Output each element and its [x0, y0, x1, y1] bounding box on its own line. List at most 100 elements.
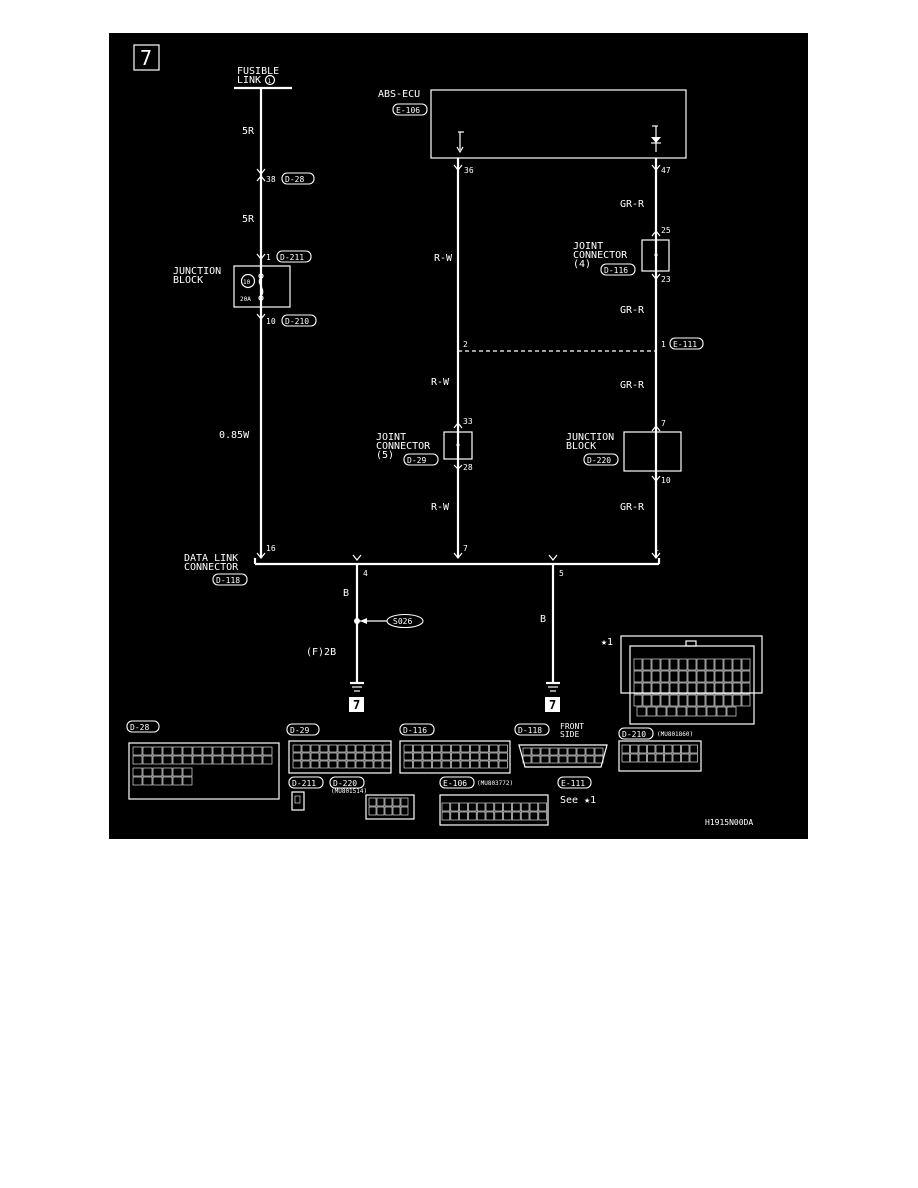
pin-cell [741, 694, 751, 707]
pin-cell [182, 755, 193, 765]
wire-label-rw-3: R-W [431, 502, 450, 513]
pin-cell [328, 760, 338, 769]
pin-cell [498, 760, 508, 769]
pin-cell [696, 706, 707, 717]
pin-cell [476, 811, 486, 821]
pin-cell [413, 752, 423, 761]
pin-cell [630, 753, 639, 763]
pin-cell [182, 767, 193, 777]
dlc-pin-5: 5 [559, 569, 564, 578]
pin-cell [594, 747, 604, 756]
pin-cell [441, 811, 451, 821]
jc5-label: JOINT [376, 432, 406, 443]
pin-cell [716, 706, 727, 717]
pin-cell [687, 682, 697, 695]
pin-cell [681, 744, 690, 754]
wire-label-5r-top: 5R [242, 126, 255, 137]
pin-cell [310, 752, 320, 761]
pin-cell [470, 744, 480, 753]
dlc-label-2: CONNECTOR [184, 562, 239, 573]
pin-cell [538, 811, 547, 821]
pin-cell [252, 746, 263, 756]
pin-cell [337, 752, 347, 761]
pin-cell [422, 744, 432, 753]
fusible-link-label-2: LINK [237, 75, 261, 86]
pin-cell [660, 670, 670, 683]
pin-cell [450, 802, 459, 812]
pin-cell [470, 752, 480, 761]
pin-cell [669, 658, 679, 671]
pin-cell [638, 744, 647, 754]
ground-ref-a: 7 [353, 698, 360, 712]
pin-cell [373, 760, 383, 769]
pin-cell [726, 706, 737, 717]
pin-cell [669, 682, 679, 695]
d210-part-number: (MU801860) [657, 731, 693, 738]
dlc-pin-4: 4 [363, 569, 368, 578]
pin-cell [485, 802, 495, 812]
pin-cell [633, 670, 643, 683]
pin-cell [522, 755, 532, 764]
pin-cell [364, 752, 374, 761]
pin-cell [476, 802, 486, 812]
pin-cell [723, 658, 733, 671]
pin-cell [376, 806, 385, 816]
pin-cell [705, 694, 715, 707]
pin-cell [162, 776, 173, 786]
pin-cell [242, 755, 253, 765]
pin-cell [696, 682, 706, 695]
wire-label-grr-4: GR-R [620, 502, 645, 513]
jc5-label-2: CONNECTOR [376, 441, 431, 452]
pin-cell [636, 706, 647, 717]
jc4-pin-25: 25 [661, 226, 671, 235]
ground-ref-b: 7 [549, 698, 556, 712]
d211-face-label: D-211 [292, 779, 316, 788]
pin-cell [686, 706, 697, 717]
pin-cell [558, 747, 568, 756]
pin-cell [192, 746, 203, 756]
pin-cell [432, 752, 442, 761]
pin-cell [441, 744, 451, 753]
wiring-diagram: 7 FUSIBLE LINK 1 5R 38 D-28 5R 1 D-211 J… [109, 33, 808, 839]
dlc-pin-16: 16 [266, 544, 276, 553]
pin-cell [172, 776, 183, 786]
pin-cell [672, 753, 681, 763]
pin-cell [723, 694, 733, 707]
pin-cell [594, 755, 604, 764]
front-side-label-2: SIDE [560, 730, 579, 739]
pin-cell [301, 744, 311, 753]
pin-cell [262, 746, 273, 756]
pin-cell [346, 744, 356, 753]
pin-cell [538, 802, 547, 812]
pin-cell [503, 811, 512, 821]
pin-cell [152, 767, 163, 777]
d220-part-number: (MU801514) [331, 788, 367, 795]
wire-label-grr-2: GR-R [620, 305, 645, 316]
pin-cell [656, 706, 667, 717]
jc4-pin-23: 23 [661, 275, 671, 284]
pin-cell [696, 670, 706, 683]
pin-cell [664, 744, 673, 754]
ecu-pin-47: 47 [661, 166, 671, 175]
pin-cell [292, 752, 302, 761]
pin-cell [152, 755, 163, 765]
pin-cell [642, 670, 652, 683]
pin-cell [432, 760, 442, 769]
pin-cell [373, 744, 383, 753]
jc4-code: D-116 [604, 266, 628, 275]
pin-cell [460, 744, 470, 753]
front-side-label: FRONT [560, 722, 584, 731]
pin-cell [384, 797, 393, 807]
pin-cell [576, 755, 586, 764]
pin-cell [647, 753, 656, 763]
pin-cell [576, 747, 586, 756]
pin-cell [301, 760, 311, 769]
pin-cell [328, 744, 338, 753]
pin-cell [162, 746, 173, 756]
pin-cell [355, 760, 365, 769]
pin-cell [660, 658, 670, 671]
pin-cell [368, 797, 377, 807]
pin-cell [142, 755, 153, 765]
pin-cell [705, 682, 715, 695]
pin-cell [400, 806, 409, 816]
